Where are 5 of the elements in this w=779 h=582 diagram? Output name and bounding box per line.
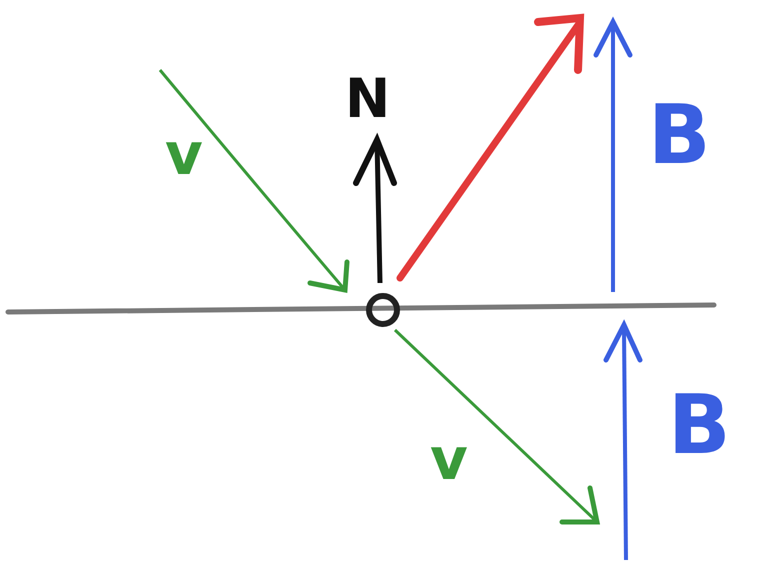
vector-label: B [648,95,711,177]
vector-label: B [668,385,731,467]
vector-label: v [165,125,203,183]
vector-label: N [345,72,390,126]
vector-label: v [430,430,468,488]
